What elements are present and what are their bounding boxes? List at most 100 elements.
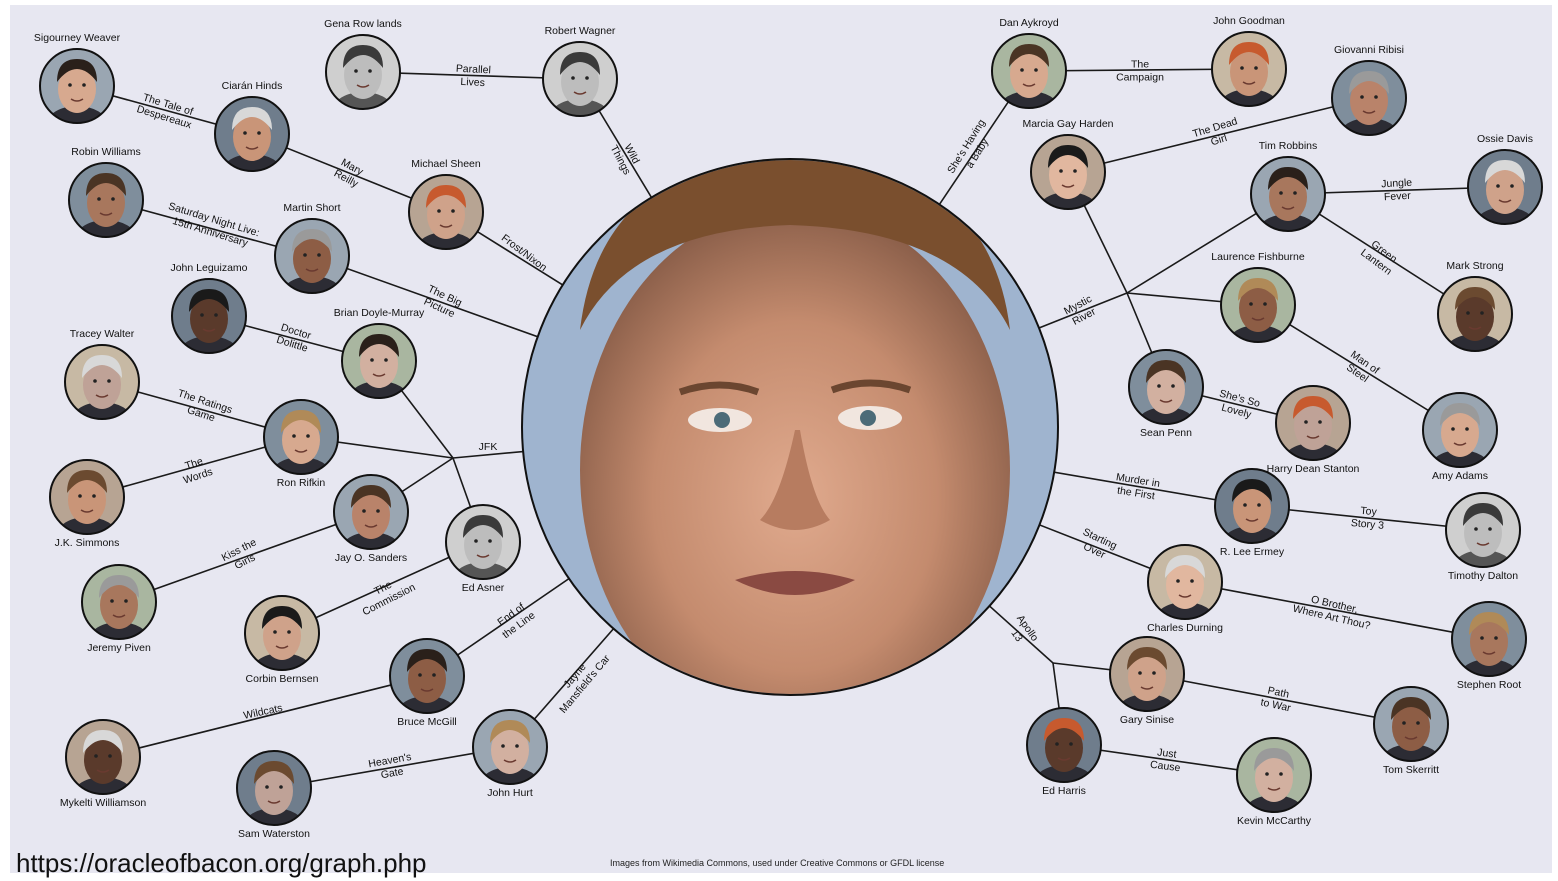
actor-node-strong[interactable]: Mark Strong [1437, 260, 1513, 370]
film-label[interactable]: ParallelLives [455, 63, 492, 90]
actor-node-robin[interactable]: Robin Williams [68, 146, 144, 256]
actor-node-piven[interactable]: Jeremy Piven [81, 564, 157, 658]
actor-name: Bruce McGill [397, 716, 457, 728]
film-label[interactable]: JungleFever [1381, 177, 1413, 204]
film-label[interactable]: She's SoLovely [1215, 388, 1262, 423]
film-label[interactable]: Pathto War [1259, 684, 1295, 715]
actor-name: Jay O. Sanders [335, 552, 407, 564]
film-label[interactable]: The DeadGirl [1191, 115, 1243, 152]
source-url[interactable]: https://oracleofbacon.org/graph.php [16, 848, 427, 878]
film-label[interactable]: JFK [479, 441, 498, 453]
actor-node-ribisi[interactable]: Giovanni Ribisi [1331, 44, 1407, 154]
actor-node-mykelti[interactable]: Mykelti Williamson [60, 719, 147, 813]
film-label[interactable]: Wildcats [242, 702, 283, 722]
film-label[interactable]: Saturday Night Live:15th Anniversary [163, 200, 261, 252]
actor-node-hurt[interactable]: John Hurt [472, 709, 548, 803]
actor-node-ermey[interactable]: R. Lee Ermey [1214, 468, 1290, 562]
actor-node-adams[interactable]: Amy Adams [1422, 392, 1498, 486]
actor-node-mccarthy[interactable]: Kevin McCarthy [1236, 737, 1312, 831]
actor-node-robertw[interactable]: Robert Wagner [542, 25, 618, 135]
film-label[interactable]: MaryReilly [332, 156, 367, 190]
actor-name: Gary Sinise [1120, 714, 1174, 726]
film-label-line: Lives [460, 76, 485, 89]
actor-name: Michael Sheen [411, 158, 481, 170]
film-label[interactable]: The RatingsGame [172, 387, 234, 428]
actor-name: J.K. Simmons [55, 537, 120, 549]
actor-name: Tracey Walter [70, 328, 135, 340]
film-label-line: Story 3 [1350, 517, 1384, 532]
actor-name: Mark Strong [1446, 260, 1503, 272]
actor-name: Ciarán Hinds [222, 80, 283, 92]
film-label-line: Toy [1360, 505, 1378, 518]
film-label[interactable]: JayneMansfield's Car [547, 644, 613, 716]
actor-node-aykroyd[interactable]: Dan Aykroyd [991, 17, 1067, 127]
film-label[interactable]: MysticRiver [1062, 293, 1100, 329]
actor-node-rifkin[interactable]: Ron Rifkin [263, 399, 339, 493]
actor-node-asner[interactable]: Ed Asner [445, 504, 521, 598]
actor-node-doyle[interactable]: Brian Doyle-Murray [334, 307, 425, 417]
film-label[interactable]: Apollo13 [1003, 613, 1040, 651]
actor-node-martin[interactable]: Martin Short [274, 202, 350, 312]
actor-name: Sigourney Weaver [34, 32, 121, 44]
actor-name: Sam Waterston [238, 828, 310, 840]
film-label-line: Just [1156, 746, 1177, 760]
center-actor-node[interactable] [520, 150, 1060, 735]
actor-node-sanders[interactable]: Jay O. Sanders [333, 474, 409, 568]
actor-node-bernsen[interactable]: Corbin Bernsen [244, 595, 320, 689]
actor-node-robbins[interactable]: Tim Robbins [1250, 140, 1326, 250]
film-label[interactable]: Man ofSteel [1341, 349, 1382, 388]
actor-node-harden[interactable]: Marcia Gay Harden [1022, 118, 1114, 228]
actor-name: Marcia Gay Harden [1022, 118, 1113, 130]
film-label[interactable]: TheCommission [355, 570, 418, 619]
film-label[interactable]: Frost/Nixon [499, 232, 549, 274]
film-label-line: Jungle [1381, 177, 1413, 191]
film-label[interactable]: Heaven'sGate [367, 751, 414, 783]
actor-node-ossie[interactable]: Ossie Davis [1467, 133, 1543, 243]
film-label[interactable]: The Tale ofDespereaux [135, 91, 197, 132]
actor-name: Ed Asner [462, 582, 505, 594]
film-label[interactable]: The BigPicture [420, 283, 464, 321]
film-label[interactable]: O Brother,Where Art Thou? [1292, 590, 1375, 632]
film-label-line: Path [1267, 685, 1291, 701]
actor-node-root[interactable]: Stephen Root [1451, 601, 1527, 695]
actor-node-ciaran[interactable]: Ciarán Hinds [214, 80, 290, 190]
actor-node-penn[interactable]: Sean Penn [1128, 349, 1204, 443]
film-label-line: Gate [380, 765, 405, 781]
actor-name: Laurence Fishburne [1211, 251, 1305, 263]
actor-node-sinise[interactable]: Gary Sinise [1109, 636, 1185, 730]
actor-node-sigourney[interactable]: Sigourney Weaver [34, 32, 121, 142]
edge-30 [1146, 673, 1412, 725]
actor-name: Tim Robbins [1259, 140, 1318, 152]
actor-node-jk[interactable]: J.K. Simmons [49, 459, 125, 553]
actor-node-sheen[interactable]: Michael Sheen [408, 158, 484, 268]
film-label[interactable]: WildThings [608, 137, 645, 177]
edge-28 [1184, 581, 1490, 640]
actor-name: John Hurt [487, 787, 533, 799]
film-label[interactable]: Murder inthe First [1113, 471, 1161, 503]
actor-node-goodman[interactable]: John Goodman [1211, 15, 1287, 125]
actor-node-stanton[interactable]: Harry Dean Stanton [1267, 385, 1360, 479]
actor-node-dalton[interactable]: Timothy Dalton [1445, 492, 1521, 586]
actor-node-waterston[interactable]: Sam Waterston [236, 750, 312, 844]
film-label[interactable]: ToyStory 3 [1350, 504, 1385, 532]
actor-name: Kevin McCarthy [1237, 815, 1312, 827]
film-label-line: Girl [1209, 132, 1228, 148]
film-label-line: Fever [1384, 190, 1412, 203]
film-label[interactable]: StartingOver [1075, 526, 1119, 564]
actor-node-skerritt[interactable]: Tom Skerritt [1373, 686, 1449, 780]
actor-node-gena[interactable]: Gena Row lands [324, 18, 402, 128]
actor-node-durning[interactable]: Charles Durning [1147, 544, 1223, 638]
actor-name: Sean Penn [1140, 427, 1192, 439]
film-label[interactable]: DoctorDolittle [275, 321, 313, 355]
actor-node-mcgill[interactable]: Bruce McGill [389, 638, 465, 732]
actor-node-fishburne[interactable]: Laurence Fishburne [1211, 251, 1305, 361]
actor-name: John Goodman [1213, 15, 1285, 27]
film-label[interactable]: Kiss theGirls [220, 536, 265, 575]
actor-node-leguizamo[interactable]: John Leguizamo [170, 262, 248, 372]
actor-node-tracey[interactable]: Tracey Walter [64, 328, 140, 438]
actor-node-harris[interactable]: Ed Harris [1026, 707, 1102, 801]
film-label[interactable]: JustCause [1149, 746, 1182, 775]
